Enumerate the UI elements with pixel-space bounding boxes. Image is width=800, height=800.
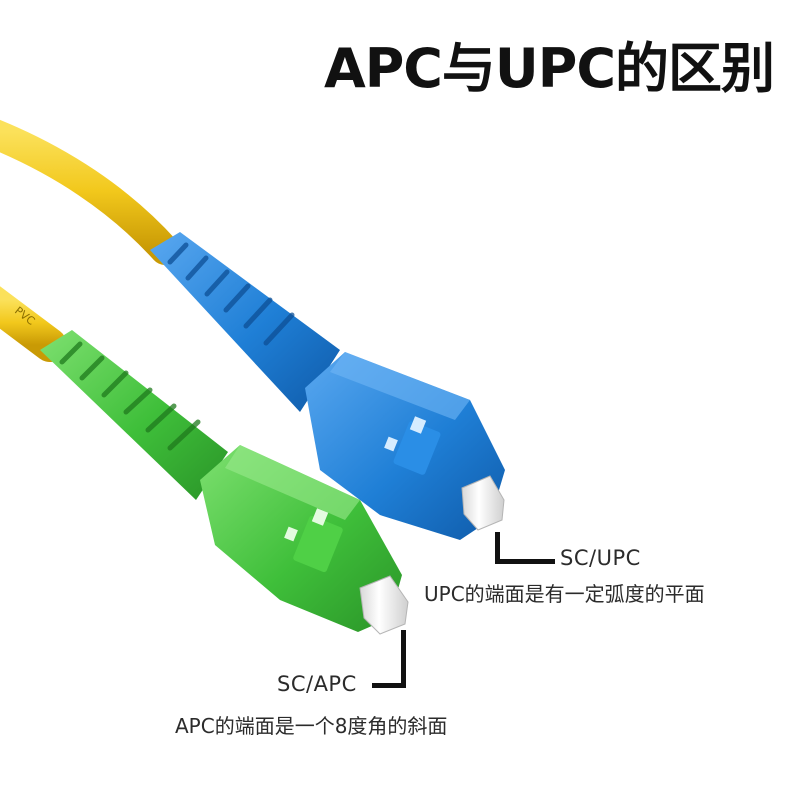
upc-label: SC/UPC [560,546,641,570]
upc-cable [0,119,180,265]
apc-cable [0,286,67,362]
apc-connector [40,330,409,635]
apc-ferrule [359,575,409,635]
apc-leader-horizontal [372,683,406,688]
apc-leader-vertical [401,630,406,688]
upc-connector [150,232,505,540]
upc-key [393,421,441,475]
upc-boot [150,232,340,412]
upc-description: UPC的端面是有一定弧度的平面 [424,582,705,606]
page-title: APC与UPC的区别 [323,37,775,100]
upc-ferrule [461,475,505,531]
apc-label: SC/APC [277,672,357,696]
apc-description: APC的端面是一个8度角的斜面 [175,714,448,738]
upc-leader-vertical [495,532,500,564]
apc-key [293,515,343,573]
upc-leader-horizontal [495,559,555,564]
